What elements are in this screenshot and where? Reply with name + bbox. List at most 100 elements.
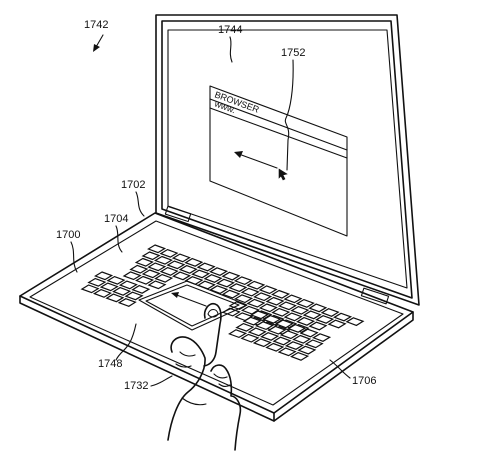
keyboard-key (247, 327, 267, 337)
ref-1706: 1706 (352, 375, 376, 387)
keyboard-key (235, 322, 255, 332)
leader-1744 (229, 36, 233, 63)
keyboard-key (141, 251, 161, 261)
keyboard-key (302, 310, 322, 320)
keyboard-key (159, 248, 179, 258)
keyboard-key (233, 276, 253, 286)
keyboard-key (299, 328, 319, 338)
keyboard-key (308, 303, 328, 313)
knuckle-lines (175, 351, 231, 387)
browser-window-frame (209, 85, 348, 237)
ref-1744: 1744 (218, 24, 242, 36)
keyboard (80, 244, 365, 361)
keyboard-key (209, 285, 229, 295)
keyboard-key (234, 294, 254, 304)
hinge-left (164, 205, 192, 223)
keyboard-key (272, 336, 292, 346)
laptop-display (155, 14, 420, 306)
keyboard-key (320, 308, 340, 317)
keyboard-key (295, 298, 315, 308)
keyboard-key (287, 323, 307, 333)
keyboard-key (172, 271, 192, 281)
keyboard-key (252, 338, 272, 348)
keyboard-key (147, 262, 167, 272)
keyboard-key (221, 271, 241, 281)
hand-illustration (167, 302, 242, 451)
keyboard-key (250, 310, 270, 320)
keyboard-key (166, 260, 186, 270)
screen-swipe-arrow-shaft (235, 152, 278, 169)
keyboard-key (129, 264, 149, 274)
touchpad-outline (138, 280, 248, 331)
keyboard-key (228, 283, 248, 293)
keyboard-key (124, 291, 144, 301)
touchpad-swipe-arrow-shaft (173, 293, 207, 307)
keyboard-key (131, 284, 151, 294)
keyboard-key (240, 287, 260, 297)
touchpad-inner (145, 284, 240, 327)
keyboard-key (178, 264, 198, 274)
keyboard-key (315, 315, 335, 324)
keyboard-key (191, 269, 211, 279)
keyboard-key (203, 274, 223, 283)
keyboard-key (277, 347, 297, 357)
keyboard-key (221, 289, 241, 299)
ref-1700: 1700 (56, 229, 80, 241)
browser-window: BROWSER www. (209, 85, 348, 237)
keyboard-key (171, 253, 191, 263)
ref-1704: 1704 (104, 213, 128, 225)
keyboard-key (283, 312, 303, 322)
keyboard-key (277, 301, 297, 311)
leader-1752 (284, 59, 294, 171)
fingernail (207, 308, 219, 318)
hand-left-contour (167, 336, 206, 441)
keyboard-key (134, 257, 154, 267)
keyboard-key (271, 289, 291, 299)
display-lid-inner (161, 20, 413, 299)
keyboard-key (258, 303, 278, 313)
leader-1732 (150, 375, 173, 387)
keyboard-key (215, 278, 235, 288)
keyboard-key (117, 298, 137, 307)
keyboard-key (135, 275, 155, 285)
keyboard-key (265, 342, 285, 352)
leader-1706 (329, 359, 351, 379)
keyboard-key (274, 319, 294, 329)
keyboard-key (184, 257, 204, 267)
keyboard-key (153, 255, 173, 265)
arrow-1742-shaft (95, 34, 104, 48)
leader-1702 (135, 191, 145, 217)
keyboard-key (92, 288, 112, 298)
reference-labels: 1742 1744 1752 1702 1704 1700 1748 1732 … (56, 19, 376, 392)
keyboard-key (296, 316, 316, 326)
keyboard-key (253, 292, 273, 302)
keyboard-key (196, 280, 216, 290)
keyboard-key (265, 296, 285, 306)
ref-1748: 1748 (98, 358, 122, 370)
keyboard-key (283, 294, 303, 304)
keyboard-key (105, 293, 125, 303)
keyboard-key (246, 280, 266, 290)
keyboard-key (297, 345, 317, 355)
laptop-base (19, 212, 414, 422)
screen-swipe-arrowhead (234, 151, 243, 158)
leader-1748 (115, 323, 137, 361)
keyboard-key (279, 330, 299, 340)
keyboard-key (333, 312, 353, 322)
browser-url-separator (209, 107, 348, 159)
index-finger-outline (203, 302, 222, 367)
display-lid-outer (155, 14, 420, 306)
keyboard-key (141, 269, 161, 279)
keyboard-key (196, 262, 216, 272)
cursor-icon (278, 168, 288, 181)
keyboard-key (80, 284, 100, 294)
ref-1742: 1742 (84, 19, 108, 31)
keyboard-key (284, 341, 304, 350)
keyboard-key (327, 319, 347, 329)
browser-title-separator (209, 98, 348, 151)
keyboard-key (308, 321, 328, 331)
wrist-line (181, 397, 207, 406)
ref-1752: 1752 (281, 47, 305, 59)
display-screen (167, 29, 408, 289)
keyboard-key (290, 351, 310, 361)
